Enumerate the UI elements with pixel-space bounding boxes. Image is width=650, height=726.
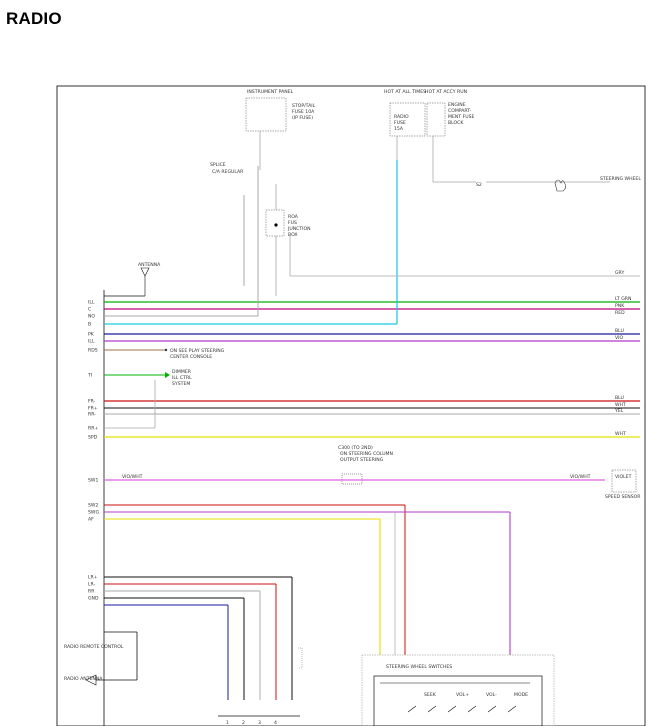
speed-sensor-box [611,469,637,493]
svg-text:ON SEE PLAY STEERING: ON SEE PLAY STEERING [170,348,225,354]
left-pin-8: FR- [88,399,96,405]
right-label-7: YEL [614,408,624,414]
right-label-1: PNK [615,303,625,309]
speed-sensor-label: SPEED SENSOR [605,494,641,500]
left-pin-4: PK [88,332,95,338]
svg-text:4: 4 [274,720,277,726]
left-pin-16: AF [88,517,94,523]
right-label-6: WHT [615,402,626,408]
svg-text:BLOCK: BLOCK [448,120,464,126]
left-pin-labels: ILLCNOBPKILLRDSTIFR-FR+RR-RR+SPDSW1SW2SW… [87,300,99,602]
right-label-5: BLU [615,395,624,401]
left-pin-7: TI [87,373,92,379]
mid-connector: C300 (TO 2ND) ON STEERING COLUMN OUTPUT … [338,445,393,485]
svg-text:JUNCTION: JUNCTION [287,226,311,232]
left-pin-12: SPD [88,435,98,441]
svg-text:VOL-: VOL- [486,692,497,698]
right-label-8: WHT [615,431,626,437]
right-label-9: VIOLET [615,474,632,480]
radio-antenna-bottom: RADIO REMOTE CONTROL RADIO ANTENNA [64,631,138,686]
fuse-hot-accy: HOT AT ACCY RUN ENGINE COMPART- MENT FUS… [425,89,641,192]
left-pin-13: SW1 [88,478,98,484]
right-label-3: BLU [615,328,624,334]
svg-text:FUSE 10A: FUSE 10A [292,109,315,115]
svg-text:DIMMER: DIMMER [172,369,192,375]
left-pin-10: RR- [88,412,96,418]
svg-text:BOX: BOX [288,232,298,238]
diagram-frame [56,85,646,726]
svg-text:1: 1 [226,720,229,726]
svg-text:COMPART-: COMPART- [448,108,472,114]
left-pin-5: ILL [88,339,95,345]
antenna-bottom-icon [85,674,97,686]
instrument-panel-module: INSTRUMENT PANEL STOP/TAIL FUSE 10A (IP … [245,89,316,170]
svg-text:3: 3 [258,720,261,726]
left-pin-18: LR- [88,582,96,588]
left-pin-2: NO [88,314,95,320]
svg-text:CENTER CONSOLE: CENTER CONSOLE [170,354,212,360]
module-note: STOP/TAIL [292,103,316,109]
svg-text:MENT FUSE: MENT FUSE [448,114,474,120]
svg-text:ENGINE: ENGINE [448,102,466,108]
left-pin-14: SW2 [88,503,98,509]
radio-note-label: RADIO REMOTE CONTROL [64,644,124,650]
left-pin-0: ILL [88,300,95,306]
right-label-10: GRY [615,270,624,276]
left-pin-3: B [88,322,91,328]
left-pin-20: GND [88,596,99,602]
splice-block: SPLICE C/A REGULAR ROA FUS JUNCTION BOX [210,162,311,238]
switch-block-label: STEERING WHEEL SWITCHES [386,664,452,670]
svg-text:2: 2 [242,720,245,726]
svg-text:ILL CTRL: ILL CTRL [172,375,192,381]
page-title: RADIO [6,9,62,28]
spd-wire-label: VIO/WHT [122,474,143,480]
splice-label: SPLICE [210,162,226,168]
antenna-top: ANTENNA [138,262,161,296]
svg-text:SYSTEM: SYSTEM [172,381,190,387]
bottom-connector: 1 2 3 4 [218,715,300,726]
left-pin-9: FR+ [88,406,98,412]
connector-label: C300 (TO 2ND) [338,445,373,451]
svg-text:SEEK: SEEK [424,692,437,698]
antenna-bottom-label: RADIO ANTENNA [64,676,103,682]
steering-wheel-icon [554,179,566,192]
svg-text:15A: 15A [394,126,404,132]
left-pin-15: SWG [88,510,99,516]
svg-text:(IP FUSE): (IP FUSE) [292,115,313,121]
left-pin-19: RR [88,589,95,595]
right-label-0: LT GRN [615,296,631,302]
antenna-top-label: ANTENNA [138,262,161,268]
fuse-left-label: HOT AT ALL TIMES [384,89,426,95]
module-label: INSTRUMENT PANEL [247,89,294,95]
spd-right-label: VIO/WHT [570,474,591,480]
note-2: OUTPUT STEERING [340,457,384,463]
svg-text:S2: S2 [476,182,482,188]
svg-text:ROA: ROA [288,214,299,220]
steering-switch-block: STEERING WHEEL SWITCHES SEEK VOL+ VOL- M… [361,654,555,726]
note-1: ON STEERING COLUMN [340,451,393,457]
left-pin-17: LR+ [88,575,98,581]
left-pin-1: C [88,307,91,313]
left-pin-6: RDS [88,348,98,354]
right-label-4: VIO [615,335,623,341]
svg-text:VOL+: VOL+ [456,692,469,698]
svg-text:FUSE: FUSE [394,120,406,126]
fuse-hot-all-times: HOT AT ALL TIMES RADIO FUSE 15A [384,89,426,160]
svg-text:MODE: MODE [514,692,528,698]
svg-text:FUS: FUS [288,220,297,226]
left-pin-11: RR+ [88,426,98,432]
svg-text:RADIO: RADIO [394,114,409,120]
antenna-icon [140,267,150,277]
steering-label: STEERING WHEEL [600,176,641,182]
fuse-right-label: HOT AT ACCY RUN [425,89,467,95]
right-label-2: RED [615,310,625,316]
svg-text:C/A REGULAR: C/A REGULAR [212,169,244,175]
